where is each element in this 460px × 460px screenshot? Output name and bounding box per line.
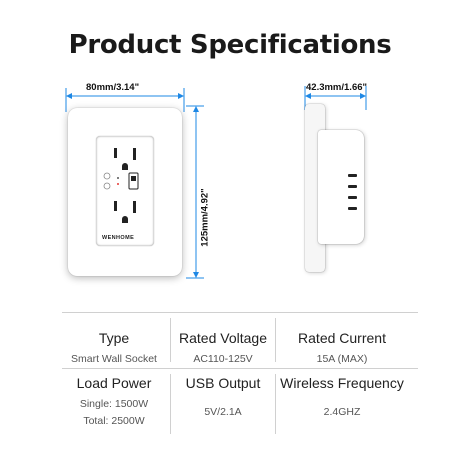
spec-value: 15A (MAX) [316, 353, 368, 365]
spec-value: 2.4GHZ [323, 406, 361, 418]
socket-housing-side-view [318, 130, 364, 244]
divider [170, 374, 171, 434]
divider [62, 312, 418, 313]
vent-slot [348, 196, 357, 199]
depth-dimension-label: 42.3mm/1.66" [306, 82, 368, 93]
spec-usb-output: USB Output 5V/2.1A [171, 375, 275, 419]
spec-wireless-frequency: Wireless Frequency 2.4GHZ [276, 375, 408, 419]
divider [62, 368, 418, 369]
page-title: Product Specifications [68, 30, 392, 60]
width-dimension-label: 80mm/3.14" [86, 82, 140, 93]
brand-logo: WENHOME [102, 235, 135, 241]
spec-rated-voltage: Rated Voltage AC110-125V [171, 330, 275, 366]
height-dimension-label: 125mm/4.92" [199, 188, 211, 247]
spec-rated-current: Rated Current 15A (MAX) [276, 330, 408, 366]
spec-load-power: Load Power Single: 1500W Total: 2500W [58, 375, 170, 428]
spec-label: Rated Current [298, 330, 386, 346]
divider [275, 318, 276, 362]
vent-slot [348, 174, 357, 177]
spec-value: Total: 2500W [83, 415, 145, 427]
spec-type: Type Smart Wall Socket [58, 330, 170, 366]
vent-slot [348, 185, 357, 188]
spec-label: Type [98, 330, 130, 346]
spec-label: USB Output [185, 375, 261, 391]
spec-label: Load Power [76, 375, 152, 391]
spec-label: Rated Voltage [179, 330, 267, 346]
vent-slot [348, 207, 357, 210]
spec-label: Wireless Frequency [280, 375, 404, 391]
divider [170, 318, 171, 362]
spec-value: AC110-125V [193, 353, 253, 365]
outlet-face [96, 136, 154, 246]
spec-value: 5V/2.1A [204, 406, 242, 418]
outlet-receptacles [103, 148, 139, 223]
spec-value: Smart Wall Socket [71, 353, 157, 365]
divider [275, 374, 276, 434]
spec-value: Single: 1500W [79, 398, 149, 410]
